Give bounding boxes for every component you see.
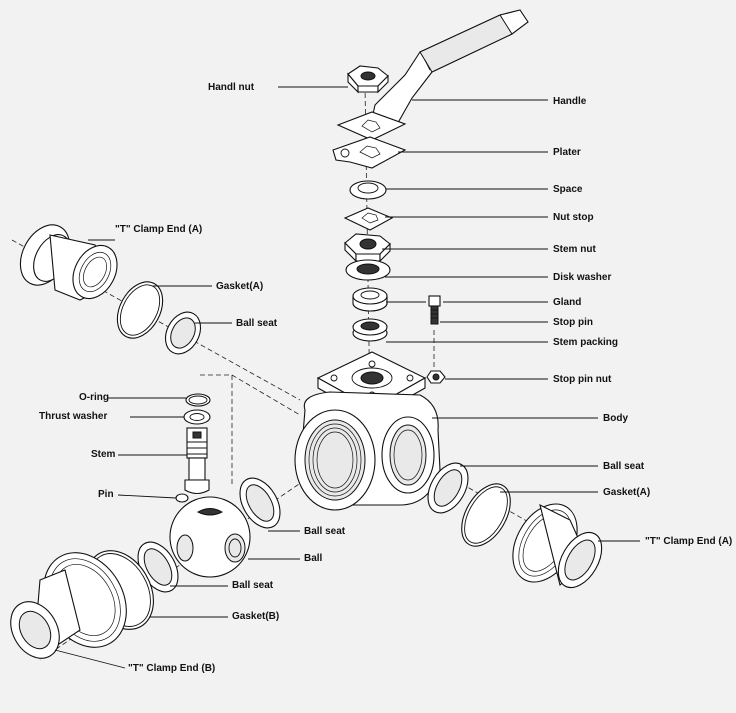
body-part bbox=[294, 351, 441, 511]
label-nut-stop: Nut stop bbox=[553, 212, 594, 223]
label-ball-seat-lower: Ball seat bbox=[232, 580, 274, 591]
disk-washer-part bbox=[345, 259, 391, 281]
handle bbox=[369, 9, 529, 129]
label-plater: Plater bbox=[553, 147, 581, 158]
label-handle: Handle bbox=[553, 96, 587, 107]
label-stop-pin-nut: Stop pin nut bbox=[553, 374, 612, 385]
label-o-ring: O-ring bbox=[79, 392, 109, 403]
stem-packing-part bbox=[352, 318, 388, 342]
pin-part bbox=[175, 493, 189, 503]
stem-nut-part bbox=[344, 233, 391, 263]
gland-part bbox=[352, 287, 388, 312]
label-space: Space bbox=[553, 184, 583, 195]
label-gasket-a-left: Gasket(A) bbox=[216, 281, 264, 292]
label-t-clamp-end-a-right: "T" Clamp End (A) bbox=[645, 536, 733, 547]
label-pin: Pin bbox=[98, 489, 114, 500]
nut-stop-part bbox=[343, 207, 394, 231]
t-clamp-end-a-right-part bbox=[512, 503, 603, 589]
handl-nut-part bbox=[347, 65, 389, 94]
label-ball-seat-right: Ball seat bbox=[603, 461, 645, 472]
stop-pin-part bbox=[428, 295, 441, 325]
thrust-washer-part bbox=[183, 409, 211, 425]
gasket-a-left-part bbox=[116, 281, 164, 339]
label-stop-pin: Stop pin bbox=[553, 317, 593, 328]
label-gasket-b: Gasket(B) bbox=[232, 611, 280, 622]
t-clamp-end-a-left-part bbox=[19, 224, 118, 301]
label-t-clamp-end-a-left: "T" Clamp End (A) bbox=[115, 224, 203, 235]
handle-plate-part bbox=[336, 111, 407, 141]
stem-part bbox=[184, 427, 210, 495]
label-ball-seat-upper-left: Ball seat bbox=[236, 318, 278, 329]
label-ball-seat-center: Ball seat bbox=[304, 526, 346, 537]
ball-part bbox=[169, 496, 251, 578]
label-disk-washer: Disk washer bbox=[553, 272, 612, 283]
label-stem: Stem bbox=[91, 449, 116, 460]
leader-lines bbox=[54, 86, 640, 669]
plater-part bbox=[332, 136, 407, 169]
label-handl-nut: Handl nut bbox=[208, 82, 255, 93]
label-thrust-washer: Thrust washer bbox=[39, 411, 108, 422]
label-stem-nut: Stem nut bbox=[553, 244, 596, 255]
label-t-clamp-end-b: "T" Clamp End (B) bbox=[128, 663, 216, 674]
label-gasket-a-right: Gasket(A) bbox=[603, 487, 651, 498]
t-clamp-end-b-part bbox=[10, 552, 127, 659]
label-ball: Ball bbox=[304, 553, 323, 564]
ball-seat-upper-left-part bbox=[164, 311, 202, 355]
stop-pin-nut-part bbox=[426, 370, 446, 384]
ball-seat-right-part bbox=[427, 462, 469, 514]
label-stem-packing: Stem packing bbox=[553, 337, 619, 348]
ball-seat-center-part bbox=[239, 477, 281, 529]
label-body: Body bbox=[603, 413, 628, 424]
o-ring-part bbox=[185, 393, 211, 407]
gasket-a-right-part bbox=[461, 483, 511, 547]
label-gland: Gland bbox=[553, 297, 582, 308]
space-part bbox=[349, 180, 387, 200]
